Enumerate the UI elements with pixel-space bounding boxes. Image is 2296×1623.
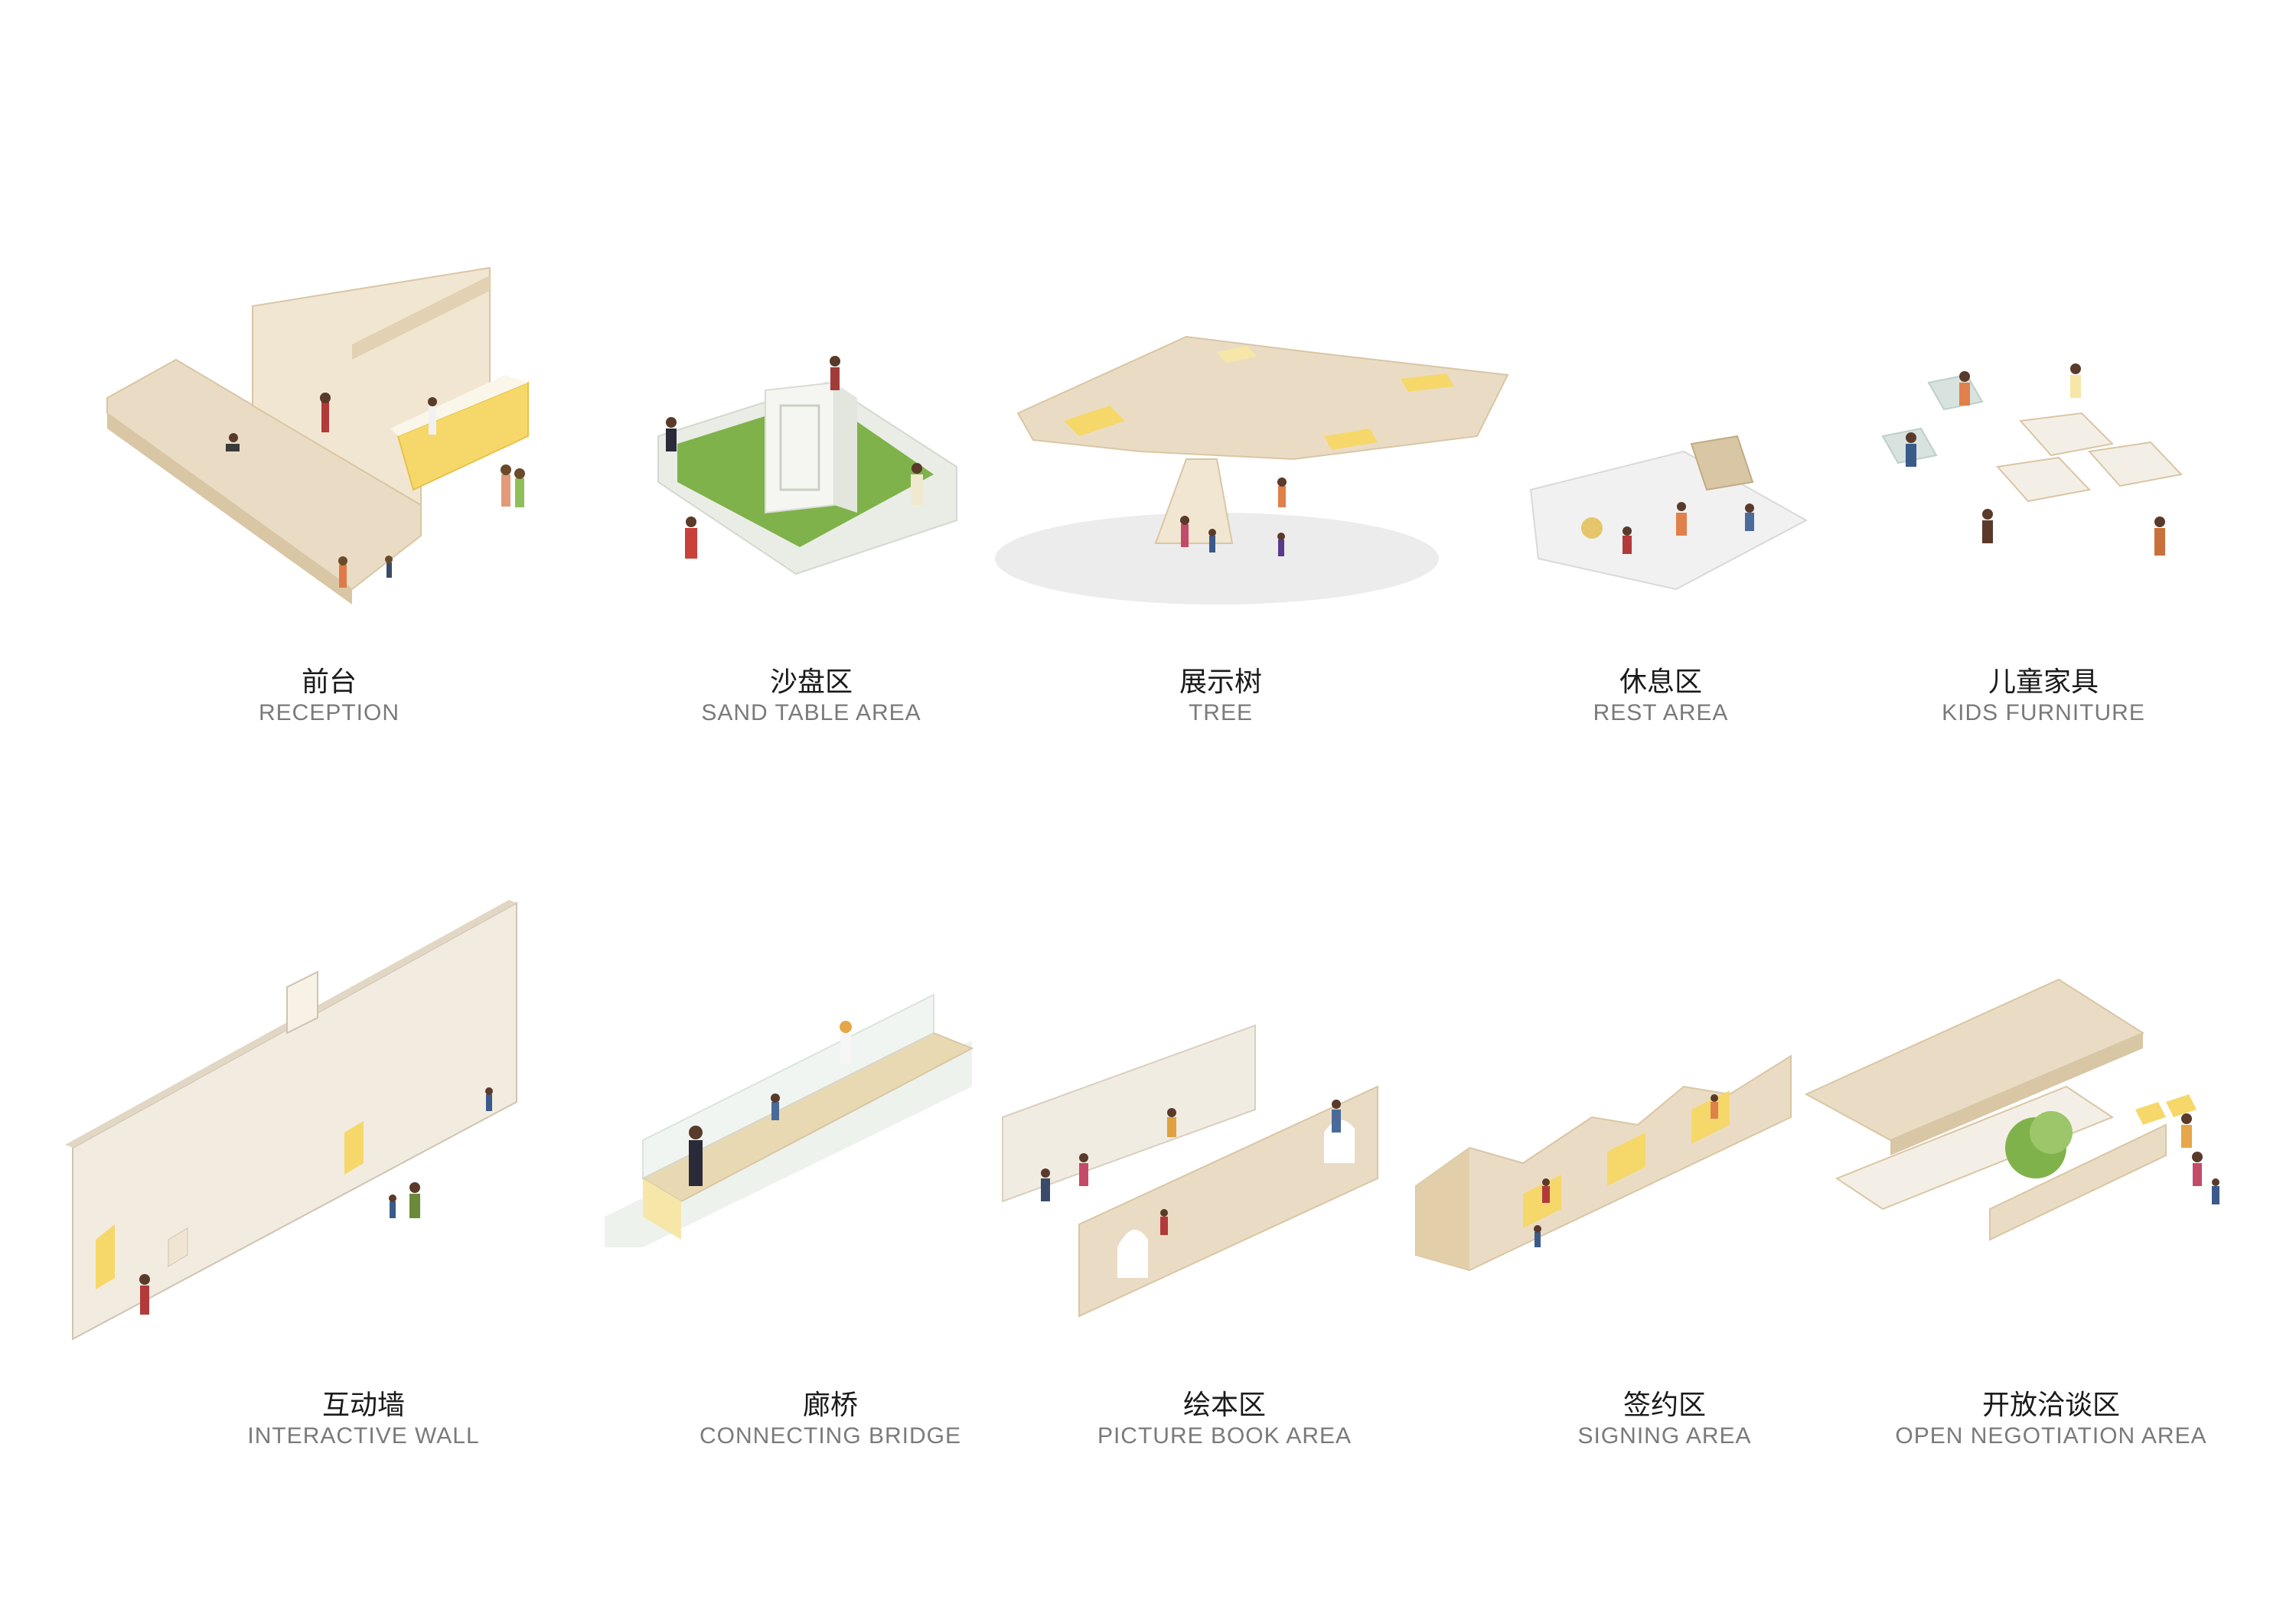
picture-book-area-illustration — [1002, 1024, 1378, 1318]
caption-en: INTERACTIVE WALL — [247, 1423, 480, 1449]
kids-furniture-illustration — [1881, 363, 2183, 556]
caption-sand-table-area: 沙盘区 SAND TABLE AREA — [658, 666, 964, 727]
caption-open-negotiation-area: 开放洽谈区 OPEN NEGOTIATION AREA — [1860, 1389, 2242, 1450]
caption-en: OPEN NEGOTIATION AREA — [1895, 1423, 2207, 1449]
caption-reception: 前台 RECEPTION — [176, 666, 482, 727]
caption-zh: 休息区 — [1619, 666, 1702, 698]
caption-tree: 展示树 TREE — [1068, 666, 1374, 727]
caption-zh: 签约区 — [1623, 1390, 1706, 1421]
caption-zh: 儿童家具 — [1988, 666, 2099, 698]
connecting-bridge-illustration — [605, 993, 974, 1247]
caption-en: TREE — [1188, 700, 1253, 725]
caption-en: KIDS FURNITURE — [1942, 700, 2145, 725]
caption-en: CONNECTING BRIDGE — [699, 1423, 962, 1449]
caption-zh: 开放洽谈区 — [1981, 1390, 2120, 1421]
open-negotiation-area-illustration — [1804, 978, 2219, 1241]
caption-en: SAND TABLE AREA — [701, 700, 921, 725]
caption-zh: 沙盘区 — [769, 666, 853, 698]
caption-signing-area: 签约区 SIGNING AREA — [1512, 1389, 1818, 1450]
caption-en: PICTURE BOOK AREA — [1097, 1423, 1352, 1449]
tree-illustration — [995, 335, 1509, 605]
signing-area-illustration — [1415, 1054, 1792, 1272]
caption-connecting-bridge: 廊桥 CONNECTING BRIDGE — [662, 1389, 999, 1450]
sand-table-illustration — [657, 356, 957, 575]
caption-zh: 廊桥 — [802, 1390, 858, 1421]
reception-illustration — [106, 266, 529, 605]
caption-rest-area: 休息区 REST AREA — [1508, 666, 1814, 727]
caption-en: RECEPTION — [258, 700, 400, 725]
caption-zh: 前台 — [301, 666, 357, 698]
interactive-wall-illustration — [65, 900, 517, 1341]
caption-kids-furniture: 儿童家具 KIDS FURNITURE — [1890, 666, 2197, 727]
caption-zh: 绘本区 — [1182, 1390, 1266, 1421]
caption-en: SIGNING AREA — [1577, 1423, 1752, 1449]
caption-picture-book-area: 绘本区 PICTURE BOOK AREA — [1049, 1389, 1401, 1450]
caption-zh: 展示树 — [1179, 666, 1262, 698]
rest-area-illustration — [1529, 435, 1808, 591]
caption-interactive-wall: 互动墙 INTERACTIVE WALL — [210, 1389, 517, 1450]
caption-en: REST AREA — [1593, 700, 1729, 725]
caption-zh: 互动墙 — [321, 1390, 405, 1421]
